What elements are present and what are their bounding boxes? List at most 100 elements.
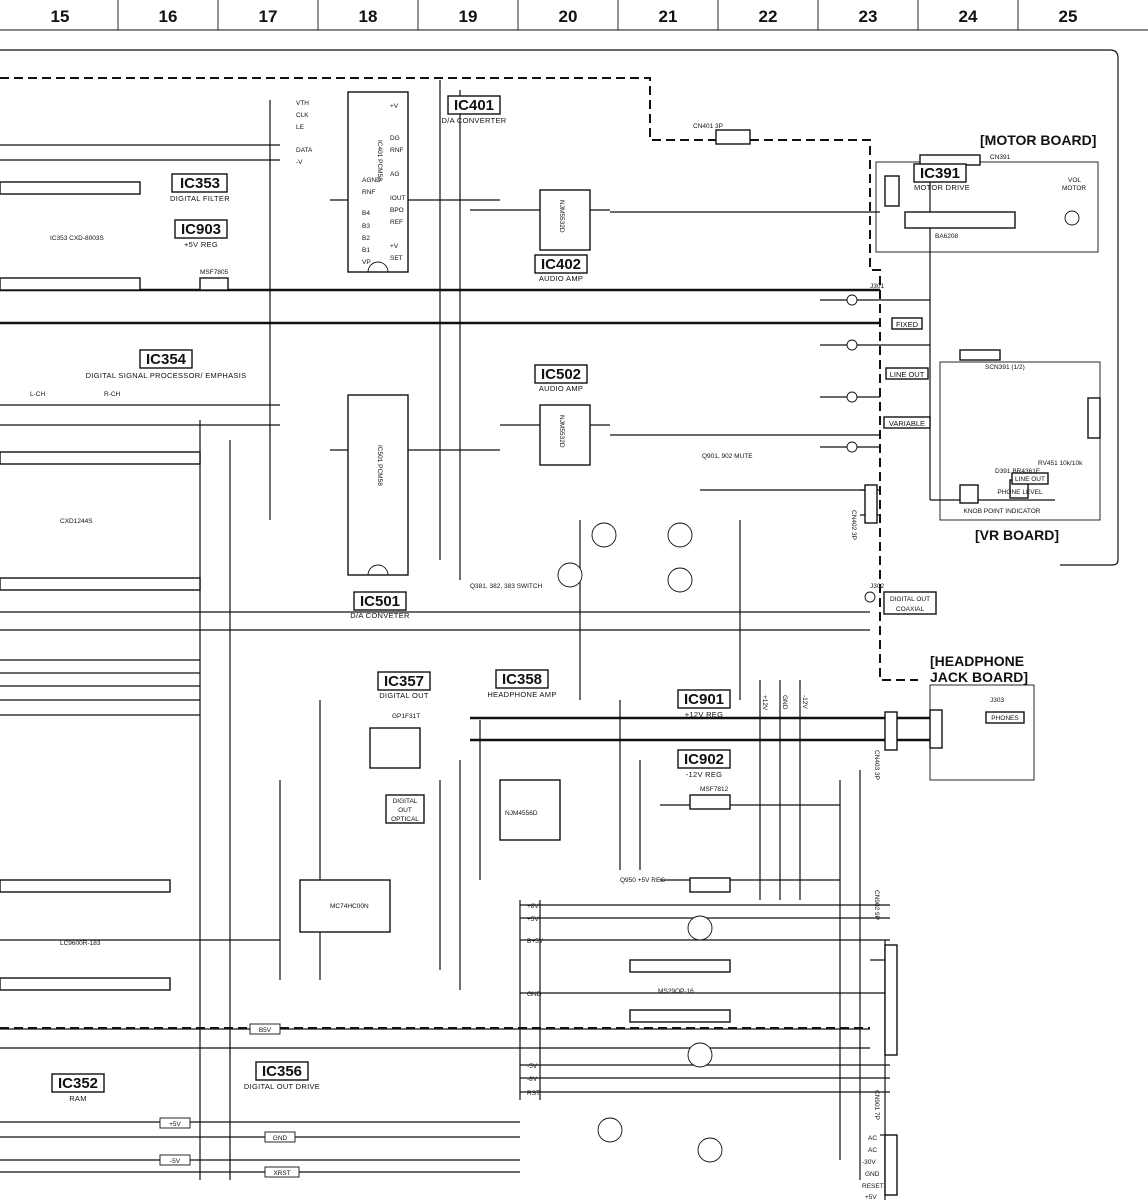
ic356-part: MC74HC00N [330,903,369,910]
ic353-title: IC353 DIGITAL FILTER [170,173,230,203]
ic401-pin-b1: B1 [362,247,370,254]
rail-m8v: -8V [527,1076,538,1083]
label-cn391: CN391 [990,154,1011,161]
label-cn902: CN902 9P [873,890,880,920]
ic401-pin-rnf2: RNF [390,147,403,154]
ic401-pin-v: -V [296,159,303,166]
connectors [715,129,1101,1196]
rail-reset: RESET [862,1183,884,1190]
ruler-25: 25 [1059,7,1078,26]
label-phone-level: PHONE LEVEL [997,489,1043,496]
ic353-part: IC353 CXD-8003S [50,235,104,242]
ic401-name: IC401 [454,97,494,114]
ic357-desc: DIGITAL OUT [379,691,429,700]
label-variable: VARIABLE [889,419,925,428]
label-optical-3: OPTICAL [391,816,419,823]
label-scn391: SCN391 (1/2) [985,364,1025,371]
ic402-desc: AUDIO AMP [539,274,583,283]
label-optical-1: DIGITAL [393,798,418,805]
ic502-name: IC502 [541,366,581,383]
ic401-part: IC401 PCM58 [376,140,383,181]
label-cn401: CN401 3P [693,123,723,130]
ic901-desc: +12V REG [685,710,723,719]
ic401-pin-plusv: +V [390,103,399,110]
ic358-name: IC358 [502,671,542,688]
label-cn402: CN402 3P [850,510,857,540]
headphone-board-title-2: JACK BOARD] [930,669,1028,685]
ic356-title: IC356 DIGITAL OUT DRIVE [244,1061,320,1091]
ic356-chip: MC74HC00N [299,879,391,933]
ic402-part: NJM5532D [558,200,565,233]
ic401-pin-plusv2: +V [390,243,399,250]
ic401-pin-ag: AG [390,171,399,178]
ic902-chip [689,877,731,893]
label-mute: Q901, 902 MUTE [702,453,753,460]
ic401-pin-b3: B3 [362,223,370,230]
ruler-22: 22 [759,7,778,26]
ic901-title: IC901 +12V REG [677,689,731,719]
ic402-title: IC402 AUDIO AMP [534,254,588,283]
output-labels: FIXED LINE OUT VARIABLE DIGITAL OUT COAX… [385,317,1049,824]
rail-plus5v: +5V [169,1121,181,1128]
ic354-chip: CXD1244S [0,451,201,591]
transistors [557,522,723,1163]
ic352-chip: LC9600R-183 [0,879,171,991]
ic358-title: IC358 HEADPHONE AMP [487,669,556,699]
label-line-out: LINE OUT [890,370,925,379]
rail-ac2: AC [868,1147,877,1154]
ic402-chip: NJM5532D [539,189,591,251]
label-line-out-vr: LINE OUT [1015,476,1045,483]
label-d391: D391 BR4361F [995,468,1040,475]
ic352-part: LC9600R-183 [60,940,101,947]
ic391-desc: MOTOR DRIVE [914,183,970,192]
rail-ac1: AC [868,1135,877,1142]
ic902-name: IC902 [684,751,724,768]
ruler-23: 23 [859,7,878,26]
label-knob-indicator: KNOB POINT INDICATOR [964,508,1041,515]
label-optical-2: OUT [398,807,412,814]
ic357-title: IC357 DIGITAL OUT [377,671,431,700]
ic501-part: IC501 PCM58 [376,445,383,486]
ic358-desc: HEADPHONE AMP [487,690,556,699]
ic391-part: BA6208 [935,233,959,240]
ruler-17: 17 [259,7,278,26]
ic401-pin-b2: B2 [362,235,370,242]
ic401-pin-dg: DG [390,135,400,142]
ic357-name: IC357 [384,673,424,690]
ic501-desc: D/A CONVETER [350,611,410,620]
ic903-title: IC903 +5V REG [174,219,228,249]
label-j301: J301 [870,283,884,290]
ic402-name: IC402 [541,256,581,273]
ic901-name: IC901 [684,691,724,708]
vr-board-title: [VR BOARD] [975,527,1059,543]
ic901-chip: MSF7812 [689,786,731,810]
ic401-pin-rnf: RNF [362,189,375,196]
label-fixed: FIXED [896,320,919,329]
ruler-15: 15 [51,7,70,26]
ic356-desc: DIGITAL OUT DRIVE [244,1082,320,1091]
label-j302: J302 [870,583,884,590]
board-outlines [0,49,1119,1029]
wiring [0,80,1055,1200]
ic903-desc: +5V REG [184,240,218,249]
ruler-19: 19 [459,7,478,26]
label-phones: PHONES [991,715,1019,722]
ic358-part: NJM4556D [505,810,538,817]
ic353-chip: IC353 CXD-8003S [0,181,141,291]
label-switch: Q381, 382, 383 SWITCH [470,583,543,590]
ic501-title: IC501 D/A CONVETER [350,591,410,620]
ic354-part: CXD1244S [60,518,93,525]
ic353-desc: DIGITAL FILTER [170,194,230,203]
ic905-part: MS29OP-16 [658,988,694,995]
ic502-title: IC502 AUDIO AMP [534,364,588,393]
rail-labels: B5V +5V GND -5V XRST +12V GND -12V +8V +… [159,695,884,1201]
rail-xrst: XRST [273,1170,290,1177]
ic401-pin-iout: IOUT [390,195,406,202]
ic357-chip: GP1F31T [369,713,421,769]
ic391-title: IC391 MOTOR DRIVE [913,163,970,192]
ic401-pin-ref: REF [390,219,403,226]
label-l-ch: L-CH [30,391,45,398]
ic501-name: IC501 [360,593,400,610]
ic903-chip: MSF7805 [199,269,229,291]
